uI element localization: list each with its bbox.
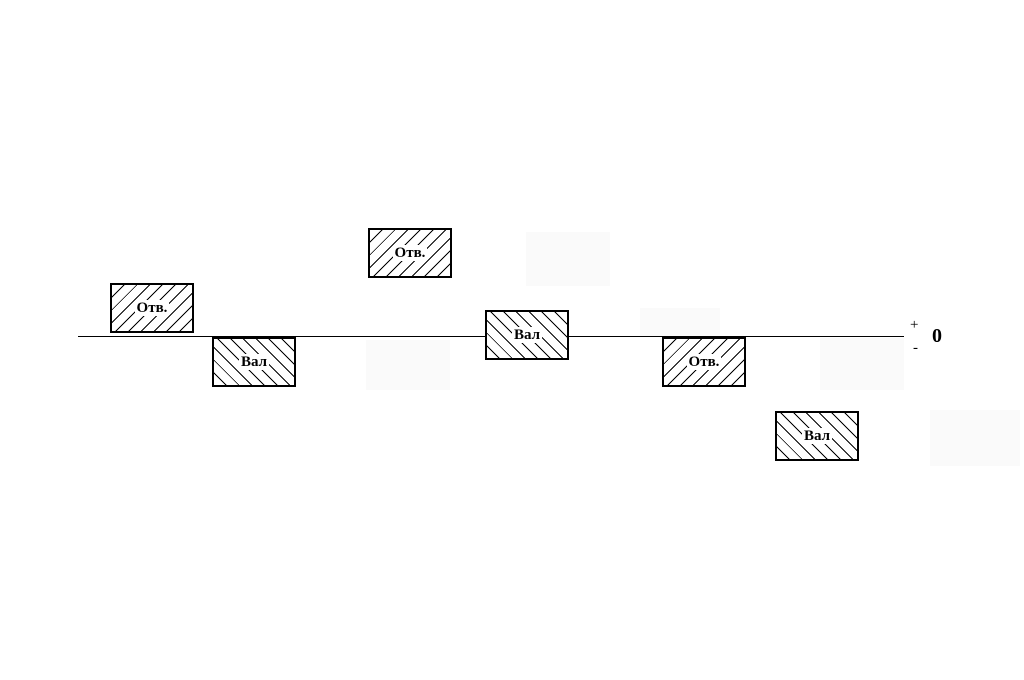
faint-background-patch	[820, 338, 904, 390]
zero-line-label: 0	[932, 325, 942, 347]
hole-tolerance-field: Отв.	[368, 228, 452, 278]
shaft-tolerance-field: Вал	[775, 411, 859, 461]
hole-tolerance-field: Отв.	[662, 337, 746, 387]
shaft-field-label: Вал	[801, 428, 833, 444]
plus-sign: +	[910, 317, 919, 333]
faint-background-patch	[930, 410, 1020, 466]
shaft-field-label: Вал	[238, 354, 270, 370]
hole-tolerance-field: Отв.	[110, 283, 194, 333]
hole-field-label: Отв.	[392, 245, 428, 261]
shaft-field-label: Вал	[511, 327, 543, 343]
hole-field-label: Отв.	[134, 300, 170, 316]
shaft-tolerance-field: Вал	[485, 310, 569, 360]
faint-background-patch	[366, 340, 450, 390]
minus-sign: -	[913, 340, 918, 356]
shaft-tolerance-field: Вал	[212, 337, 296, 387]
hole-field-label: Отв.	[686, 354, 722, 370]
faint-background-patch	[526, 232, 610, 286]
faint-background-patch	[640, 308, 720, 336]
